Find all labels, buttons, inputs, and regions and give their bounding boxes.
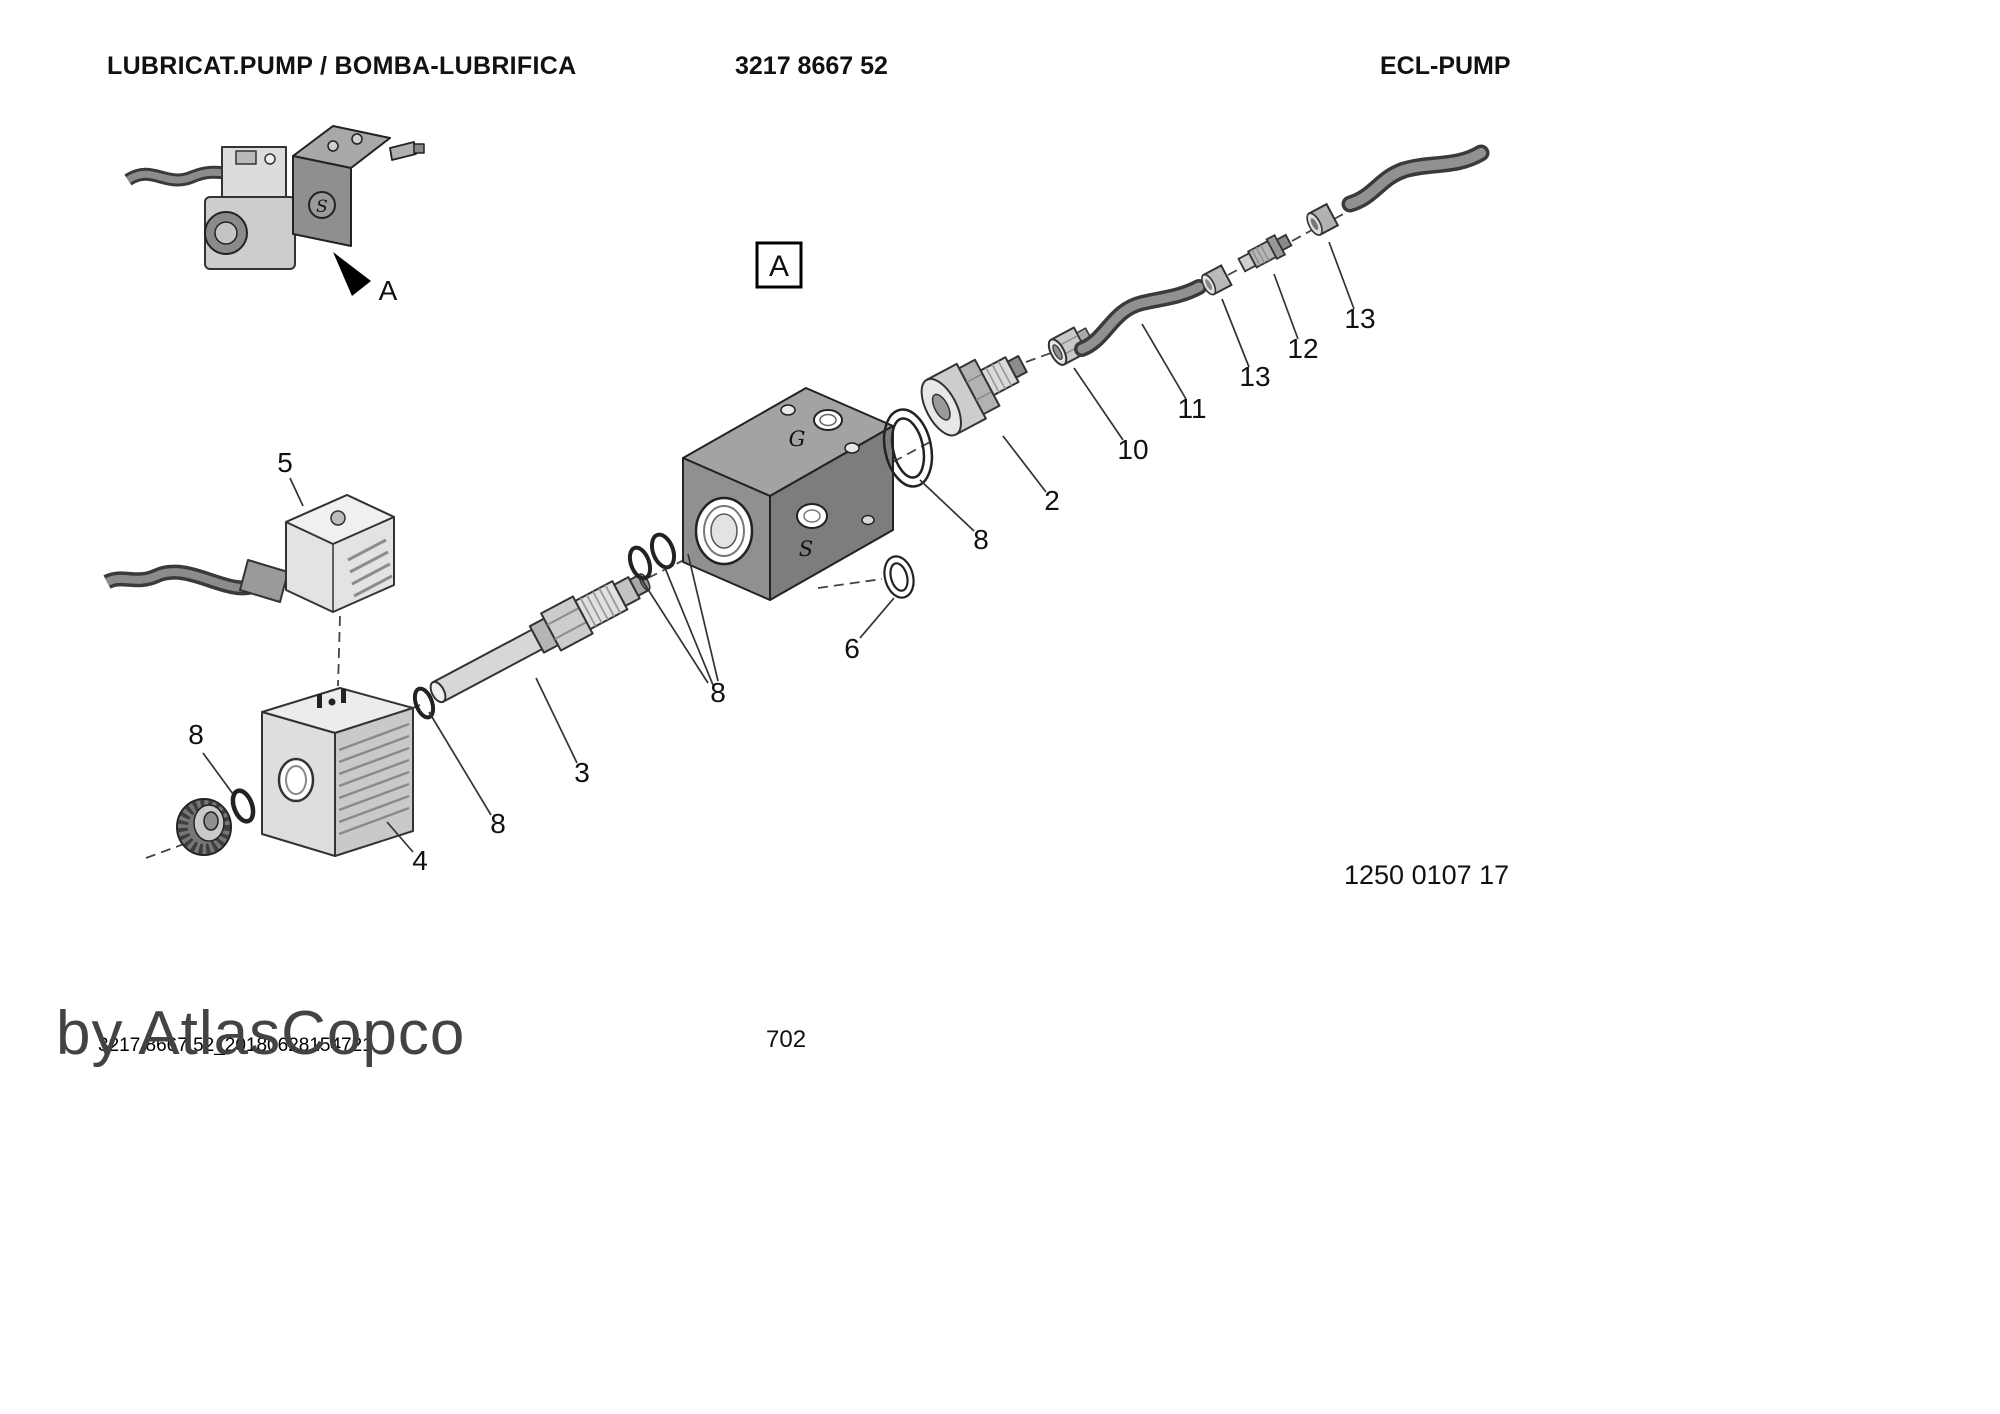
oring-tip-a bbox=[627, 545, 653, 581]
oring-cap bbox=[230, 788, 256, 824]
svg-text:13: 13 bbox=[1344, 303, 1375, 334]
svg-text:13: 13 bbox=[1239, 361, 1270, 392]
part-2-adapter-fitting bbox=[920, 355, 1028, 437]
part-12-connector-piece bbox=[1237, 233, 1293, 273]
hose-end-top-right bbox=[1341, 144, 1490, 213]
svg-text:12: 12 bbox=[1287, 333, 1318, 364]
callout-13-a: 13 bbox=[1221, 298, 1271, 392]
callout-5: 5 bbox=[277, 447, 304, 507]
part-5-cable-connector bbox=[103, 494, 395, 613]
model-name: ECL-PUMP bbox=[1380, 52, 1511, 80]
part-11-hose bbox=[1074, 279, 1207, 357]
inset-assembled-view: S A bbox=[124, 125, 425, 306]
page-title: LUBRICAT.PUMP / BOMBA-LUBRIFICA bbox=[107, 52, 577, 80]
callout-8-base: 8 bbox=[428, 711, 506, 839]
oring-cartridge-base bbox=[412, 686, 436, 720]
oring-large bbox=[882, 408, 934, 488]
callout-2: 2 bbox=[1002, 435, 1060, 516]
svg-text:3: 3 bbox=[574, 757, 590, 788]
callout-12: 12 bbox=[1273, 273, 1319, 364]
callout-13-b: 13 bbox=[1328, 241, 1376, 334]
inset-pointer-arrow bbox=[333, 252, 371, 296]
file-reference: 3217 8667 52_20180628154721 bbox=[98, 1035, 373, 1056]
callout-8-large: 8 bbox=[919, 479, 989, 555]
part-13-sleeve-a bbox=[1201, 264, 1233, 296]
drawing-number: 1250 0107 17 bbox=[1344, 860, 1510, 890]
inset-view-label: A bbox=[379, 275, 398, 306]
callout-4: 4 bbox=[386, 821, 428, 876]
page-number: 702 bbox=[766, 1026, 807, 1053]
oring-tip-b bbox=[649, 532, 677, 570]
svg-text:11: 11 bbox=[1177, 393, 1206, 424]
part-manifold-block: G S bbox=[682, 387, 894, 601]
svg-text:5: 5 bbox=[277, 447, 293, 478]
part-13-sleeve-b bbox=[1306, 202, 1340, 237]
callout-6: 6 bbox=[844, 597, 895, 664]
callout-10: 10 bbox=[1073, 367, 1149, 465]
inset-valve-body: S bbox=[292, 125, 425, 247]
callouts: 5 8 4 8 3 8 bbox=[188, 241, 1376, 876]
part-6-oring bbox=[883, 555, 915, 599]
callout-8-tip: 8 bbox=[641, 553, 726, 708]
callout-8-cap: 8 bbox=[188, 719, 234, 795]
svg-text:4: 4 bbox=[412, 845, 428, 876]
svg-text:2: 2 bbox=[1044, 485, 1060, 516]
inset-s-marking: S bbox=[316, 197, 328, 217]
part-3-cartridge-valve bbox=[429, 573, 651, 704]
callout-11: 11 bbox=[1141, 323, 1207, 424]
part-4-solenoid-housing bbox=[261, 687, 414, 857]
g-port-marking: G bbox=[789, 427, 806, 451]
svg-text:10: 10 bbox=[1117, 434, 1148, 465]
detail-box: A bbox=[755, 241, 803, 289]
s-port-marking: S bbox=[799, 537, 813, 561]
svg-text:8: 8 bbox=[490, 808, 506, 839]
svg-text:8: 8 bbox=[973, 524, 989, 555]
svg-text:8: 8 bbox=[710, 677, 726, 708]
svg-text:8: 8 bbox=[188, 719, 204, 750]
watermark: by AtlasCopco bbox=[56, 999, 466, 1068]
detail-box-label: A bbox=[769, 250, 789, 283]
assembly-part-number: 3217 8667 52 bbox=[735, 52, 888, 80]
svg-text:6: 6 bbox=[844, 633, 860, 664]
part-knurled-cap bbox=[176, 798, 232, 856]
callout-3: 3 bbox=[535, 677, 590, 788]
